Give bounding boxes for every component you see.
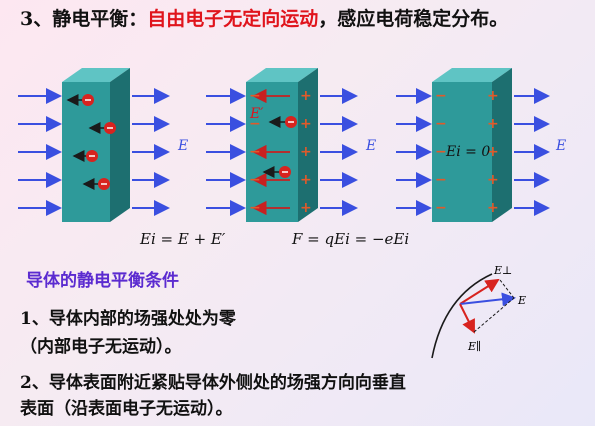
svg-text:+: +: [300, 172, 312, 188]
field-sum-formula: Ei = E + E′: [140, 230, 226, 248]
svg-text:−: −: [249, 200, 261, 216]
heading-number: 3、静电平衡：: [20, 8, 148, 30]
svg-text:−: −: [435, 172, 447, 188]
svg-text:−: −: [249, 172, 261, 188]
heading-highlight: 自由电子无定向运动: [147, 8, 319, 30]
e-perp-label: E⊥: [493, 264, 512, 277]
svg-text:−: −: [249, 88, 261, 104]
slab-initial: [18, 68, 170, 222]
e-total-label: E: [517, 294, 526, 307]
surface-field-diagram: E⊥ E E∥: [431, 264, 526, 359]
svg-text:−: −: [249, 144, 261, 160]
svg-text:+: +: [300, 200, 312, 216]
conditions-title: 导体的静电平衡条件: [26, 271, 179, 291]
conductor-diagram: − − − − − + + + + + E′ − − − − − +: [18, 68, 566, 222]
slab-inducing: − − − − − + + + + + E′: [206, 68, 358, 222]
e-label-1: E: [177, 138, 188, 154]
svg-text:+: +: [487, 144, 499, 160]
svg-text:−: −: [435, 200, 447, 216]
svg-text:+: +: [487, 116, 499, 132]
svg-text:+: +: [487, 200, 499, 216]
electron-group-1: [66, 94, 116, 190]
ei-zero-label: Ei = 0: [445, 144, 490, 160]
e-parallel-label: E∥: [467, 340, 481, 353]
svg-text:−: −: [249, 116, 261, 132]
svg-text:−: −: [435, 116, 447, 132]
condition-2-line-2: 表面（沿表面电子无运动）。: [20, 399, 233, 419]
slab-equilibrium: − − − − − + + + + + Ei = 0: [396, 68, 550, 222]
e-prime-label: E′: [249, 106, 264, 122]
e-label-2: E: [365, 138, 376, 154]
svg-text:+: +: [487, 172, 499, 188]
svg-text:+: +: [300, 144, 312, 160]
condition-2-line-1: 2、导体表面附近紧贴导体外侧处的场强方向向垂直: [20, 373, 406, 393]
svg-text:−: −: [435, 144, 447, 160]
svg-text:−: −: [435, 88, 447, 104]
force-formula: F = qEi = −eEi: [292, 230, 410, 248]
svg-text:+: +: [300, 116, 312, 132]
heading-rest: ，感应电荷稳定分布。: [318, 8, 509, 30]
svg-text:+: +: [487, 88, 499, 104]
condition-1-line-2: （内部电子无运动）。: [20, 337, 182, 357]
e-label-3: E: [555, 138, 566, 154]
section-heading: 3、静电平衡：自由电子无定向运动，感应电荷稳定分布。: [20, 6, 580, 33]
svg-text:+: +: [300, 88, 312, 104]
condition-1-line-1: 1、导体内部的场强处处为零: [20, 309, 236, 329]
